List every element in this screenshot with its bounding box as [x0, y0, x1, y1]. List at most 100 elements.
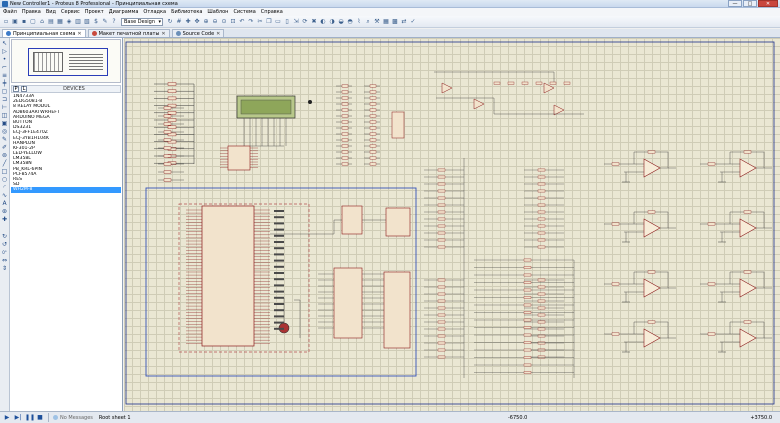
redo-icon[interactable]: ↷ [248, 17, 254, 25]
rotate-anticlockwise-icon[interactable]: ↺ [1, 241, 8, 248]
minimize-button[interactable]: — [728, 0, 742, 7]
text-2d-icon[interactable]: A [2, 200, 7, 207]
tab-source-code[interactable]: Source Code ✕ [171, 29, 225, 37]
close-tab-icon[interactable]: ✕ [161, 30, 166, 37]
home-icon[interactable]: ⌂ [40, 17, 44, 25]
selection-mode-icon[interactable]: ↖ [1, 40, 8, 47]
text-script-icon[interactable]: ≡ [1, 72, 8, 79]
list-item[interactable]: LM358L [13, 156, 31, 162]
new-file-icon[interactable]: ▫ [3, 17, 9, 25]
play-icon[interactable]: ▶ [4, 413, 10, 421]
menu-help[interactable]: Справка [260, 9, 283, 15]
circle-2d-icon[interactable]: ○ [1, 176, 8, 183]
list-item[interactable]: PB_KRL-6PIN [13, 166, 43, 172]
list-item[interactable]: ECJ-3YB1H104K [13, 135, 49, 141]
menu-project[interactable]: Проект [84, 9, 104, 15]
close-tab-icon[interactable]: ✕ [77, 30, 82, 37]
component-mode-icon[interactable]: ▷ [2, 48, 7, 55]
list-item[interactable]: HANPLUN [13, 140, 35, 146]
list-item[interactable]: SD [13, 182, 20, 188]
list-item[interactable]: 8 RELAY MODUL [13, 104, 51, 110]
refresh-icon[interactable]: ↻ [167, 17, 173, 25]
list-item[interactable]: BUTTON [13, 119, 33, 125]
search-tag-icon[interactable]: ⌕ [366, 17, 370, 25]
open-folder-icon[interactable]: ▣ [12, 17, 18, 25]
pick-devices-button[interactable]: P [13, 86, 19, 92]
list-item[interactable]: LM358N [13, 161, 32, 167]
maximize-button[interactable]: □ [743, 0, 757, 7]
step-icon[interactable]: ▶| [14, 413, 22, 421]
wire-label-icon[interactable]: ⌐ [1, 64, 8, 71]
make-device-icon[interactable]: ◑ [329, 17, 335, 25]
close-project-icon[interactable]: ▢ [30, 17, 36, 25]
block-rotate-icon[interactable]: ⟳ [302, 17, 308, 25]
library-manager-button[interactable]: L [21, 86, 27, 92]
menu-file[interactable]: Файл [3, 9, 17, 15]
property-tool-icon[interactable]: ⚒ [374, 17, 380, 25]
paste-icon[interactable]: ▭ [275, 17, 281, 25]
graph-mode-icon[interactable]: ◫ [1, 112, 8, 119]
list-item[interactable]: KF301-2P [13, 145, 35, 151]
subcircuit-icon[interactable]: ▢ [1, 88, 8, 95]
menu-tools[interactable]: Сервис [61, 9, 80, 15]
messages-indicator[interactable]: No Messages [53, 415, 93, 421]
list-item-selected[interactable]: WH2M-8 [11, 187, 121, 193]
menu-debug[interactable]: Отладка [143, 9, 167, 15]
list-item[interactable]: DS3231 [13, 125, 32, 131]
overview-window[interactable] [11, 39, 121, 83]
voltage-probe-icon[interactable]: ✎ [1, 136, 8, 143]
copy-icon[interactable]: ❐ [266, 17, 272, 25]
list-item[interactable]: ECJ-3FF1E470Z [13, 130, 48, 136]
source-code-icon[interactable]: ✎ [102, 17, 108, 25]
list-item[interactable]: AD8603ARTWRHEFT [13, 109, 60, 115]
origin-icon[interactable]: ✚ [185, 17, 191, 25]
electrical-rule-check-icon[interactable]: ✓ [410, 17, 416, 25]
zoom-all-icon[interactable]: ⊙ [221, 17, 227, 25]
3d-view-icon[interactable]: ◈ [66, 17, 72, 25]
netlist-icon[interactable]: ⇄ [401, 17, 407, 25]
schematic-icon[interactable]: ▤ [48, 17, 54, 25]
list-item[interactable]: RES [13, 177, 23, 182]
packaging-tool-icon[interactable]: ◒ [338, 17, 344, 25]
tape-recorder-icon[interactable]: ▣ [1, 120, 8, 127]
tab-schematic[interactable]: Принципиальная схема ✕ [2, 29, 86, 37]
cut-icon[interactable]: ✂ [257, 17, 263, 25]
pcb-layout-icon[interactable]: ▦ [57, 17, 63, 25]
menu-template[interactable]: Шаблон [207, 9, 229, 15]
box-2d-icon[interactable]: □ [1, 168, 8, 175]
pick-device-icon[interactable]: ◐ [320, 17, 326, 25]
new-sheet-icon[interactable]: ▦ [383, 17, 389, 25]
list-item[interactable]: ARDUINO MEGA [13, 114, 50, 120]
device-pins-icon[interactable]: ⊢ [1, 104, 8, 111]
zoom-in-icon[interactable]: ⊕ [203, 17, 209, 25]
stop-icon[interactable]: ■ [37, 413, 43, 421]
close-window-button[interactable]: ✕ [758, 0, 778, 7]
mirror-x-icon[interactable]: ⇔ [1, 257, 8, 264]
menu-system[interactable]: Система [233, 9, 256, 15]
list-item[interactable]: PCF8574A [13, 171, 37, 177]
rotation-angle-input[interactable]: 0° [2, 250, 7, 255]
list-item[interactable]: LED-YELLOW [13, 151, 42, 157]
junction-dot-icon[interactable]: • [2, 56, 7, 63]
undo-icon[interactable]: ↶ [239, 17, 245, 25]
zoom-area-icon[interactable]: ⊡ [230, 17, 236, 25]
mirror-y-icon[interactable]: ⇕ [1, 265, 8, 272]
block-copy-icon[interactable]: ▯ [285, 17, 289, 25]
tab-pcb-layout[interactable]: Макет печатной платы ✕ [87, 29, 170, 37]
wire-autorouter-icon[interactable]: ⌇ [357, 17, 361, 25]
remove-sheet-icon[interactable]: ▩ [392, 17, 398, 25]
block-move-icon[interactable]: ⇲ [293, 17, 299, 25]
design-explorer-icon[interactable]: ▧ [84, 17, 90, 25]
terminals-icon[interactable]: ⊐ [1, 96, 8, 103]
menu-edit[interactable]: Правка [21, 9, 41, 15]
marker-2d-icon[interactable]: ✚ [1, 216, 8, 223]
generator-icon[interactable]: ◎ [1, 128, 8, 135]
current-probe-icon[interactable]: ✐ [1, 144, 8, 151]
line-2d-icon[interactable]: ╱ [2, 160, 7, 167]
save-icon[interactable]: ▪ [21, 17, 27, 25]
list-item[interactable]: 2EDG5081-8 [13, 99, 43, 105]
close-tab-icon[interactable]: ✕ [216, 30, 221, 37]
symbol-2d-icon[interactable]: ⊛ [1, 208, 8, 215]
help-icon[interactable]: ? [112, 17, 116, 25]
menu-view[interactable]: Вид [45, 9, 56, 15]
